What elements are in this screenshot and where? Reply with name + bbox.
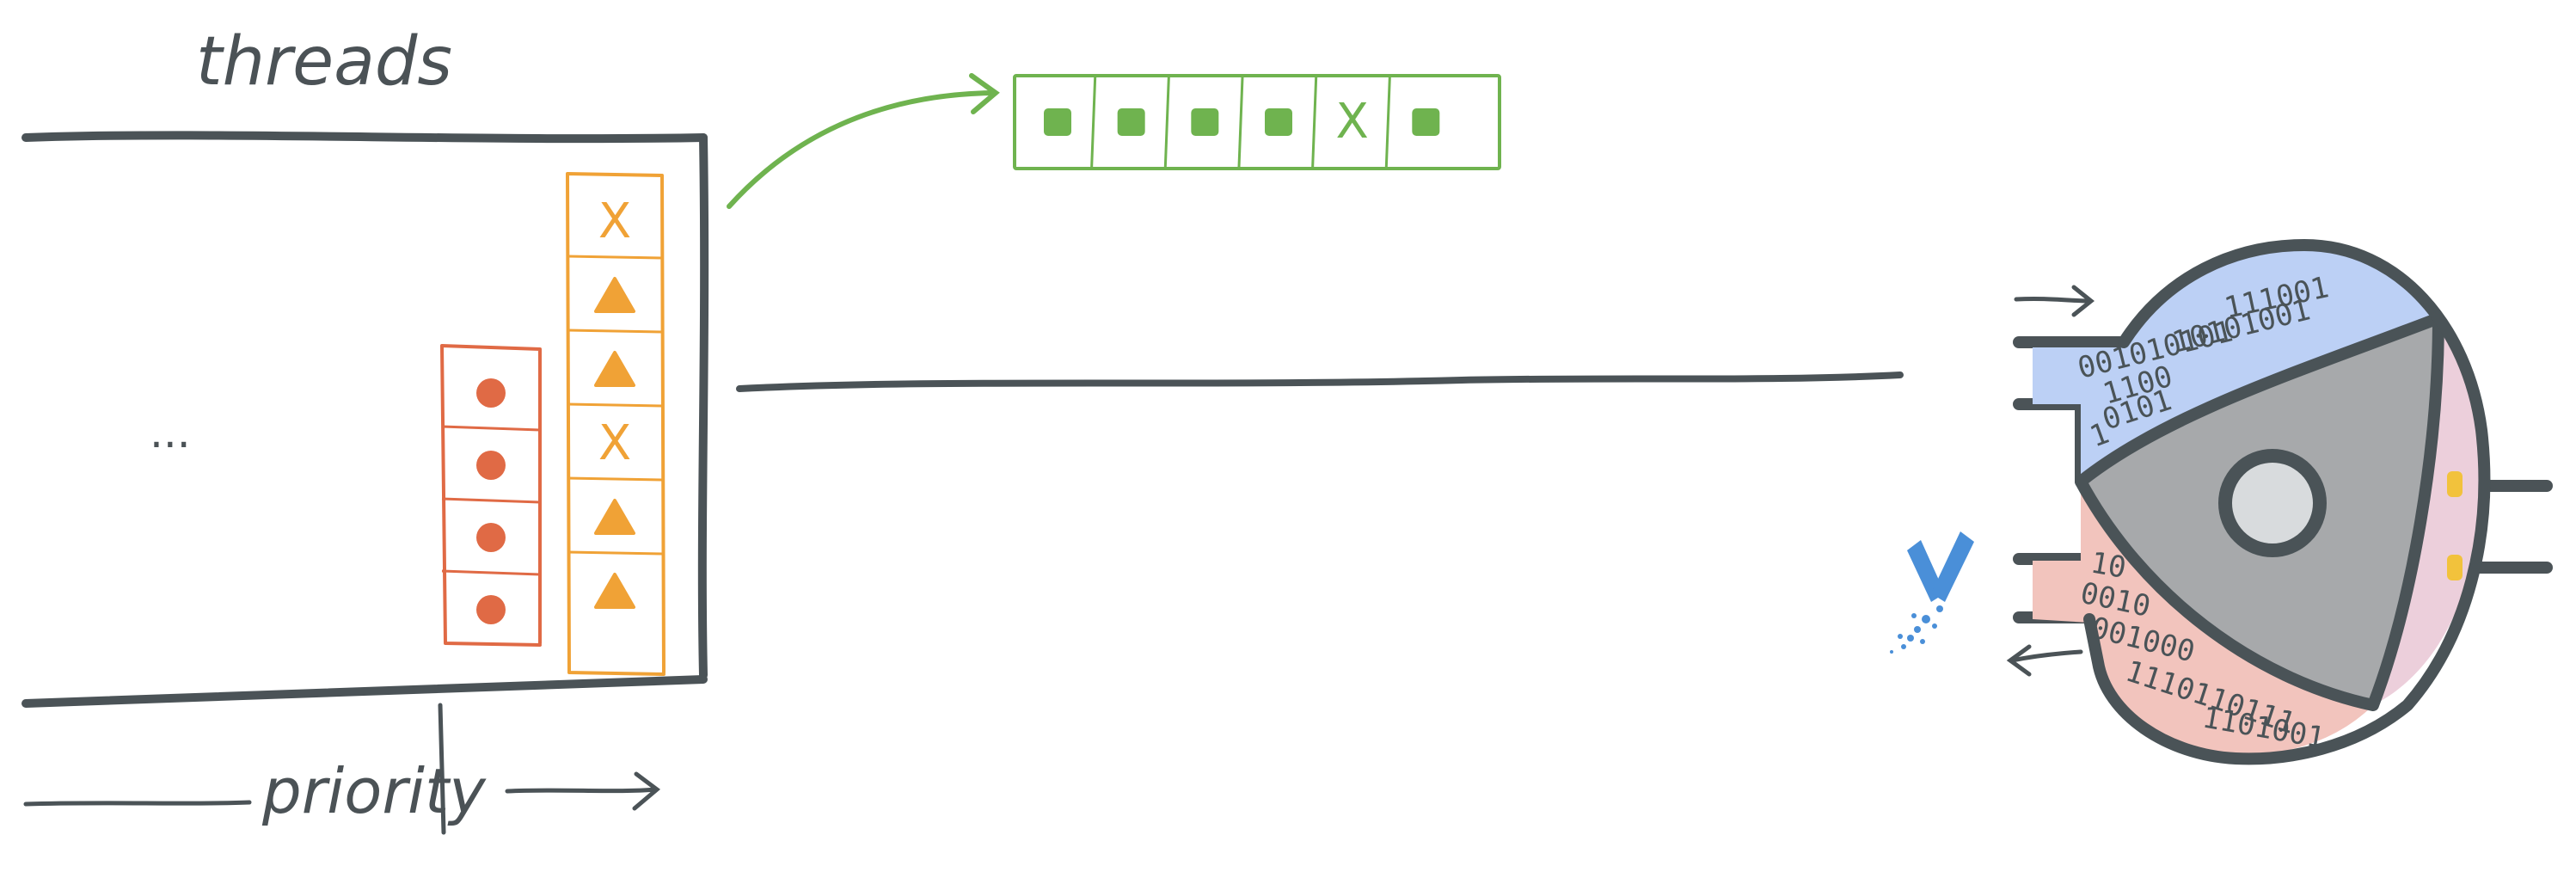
slot-dot-icon: [476, 451, 506, 480]
slot-x-icon: X: [598, 193, 631, 249]
threads-label: threads: [196, 23, 452, 101]
slot-x-icon: X: [1335, 94, 1368, 150]
priority-tick: [438, 703, 446, 835]
slot-square-icon: [1044, 108, 1071, 136]
dispatch-arrow-head: [969, 73, 1000, 114]
engine-housing: [2083, 238, 2491, 765]
queue-divider: [567, 329, 663, 334]
pipeline-line: [736, 372, 1904, 392]
slot-square-icon: [1191, 108, 1219, 136]
intake-chamber: [2033, 249, 2438, 482]
slot-triangle-icon: [594, 573, 635, 609]
queue-divider: [441, 569, 541, 576]
low-priority-queue: [440, 344, 542, 647]
spark-plug: [2447, 555, 2463, 580]
slot-dot-icon: [476, 595, 506, 624]
slot-triangle-icon: [594, 351, 635, 387]
priority-label: priority: [261, 755, 487, 827]
slot-dot-icon: [476, 523, 506, 552]
queue-divider: [441, 497, 541, 504]
slot-square-icon: [1117, 108, 1145, 136]
output-buffer: X: [1013, 74, 1501, 170]
queue-divider: [441, 425, 541, 432]
slot-square-icon: [1265, 108, 1292, 136]
slot-x-icon: X: [598, 415, 631, 471]
corrupted-x-icon: [1890, 531, 1974, 654]
exhaust-arrow: [2006, 644, 2083, 677]
ellipsis: ...: [150, 408, 191, 457]
slot-dot-icon: [476, 378, 506, 408]
slot-triangle-icon: [594, 499, 635, 535]
rotor-hub: [2218, 449, 2327, 557]
exhaust-bits-row: 10: [2088, 545, 2128, 586]
buffer-divider: [1237, 77, 1244, 168]
slot-triangle-icon: [594, 277, 635, 313]
buffer-divider: [1090, 77, 1097, 168]
queue-divider: [567, 255, 663, 260]
buffer-divider: [1163, 77, 1170, 168]
intake-arrow: [2014, 285, 2095, 317]
slot-square-icon: [1412, 108, 1440, 136]
queue-frame: [440, 344, 542, 647]
high-priority-queue: XX: [566, 172, 665, 676]
queue-divider: [567, 550, 663, 556]
priority-axis: [23, 703, 661, 835]
dispatch-arrow: [727, 73, 1000, 209]
queue-divider: [567, 402, 663, 408]
queue-frame: [566, 172, 665, 676]
buffer-divider: [1311, 77, 1318, 168]
buffer-divider: [1384, 77, 1391, 168]
buffer-frame: [1013, 74, 1501, 170]
priority-arrow-head: [632, 771, 661, 811]
spark-plug: [2447, 471, 2463, 497]
queue-divider: [567, 476, 663, 482]
thread-pool-frame: [21, 131, 709, 708]
